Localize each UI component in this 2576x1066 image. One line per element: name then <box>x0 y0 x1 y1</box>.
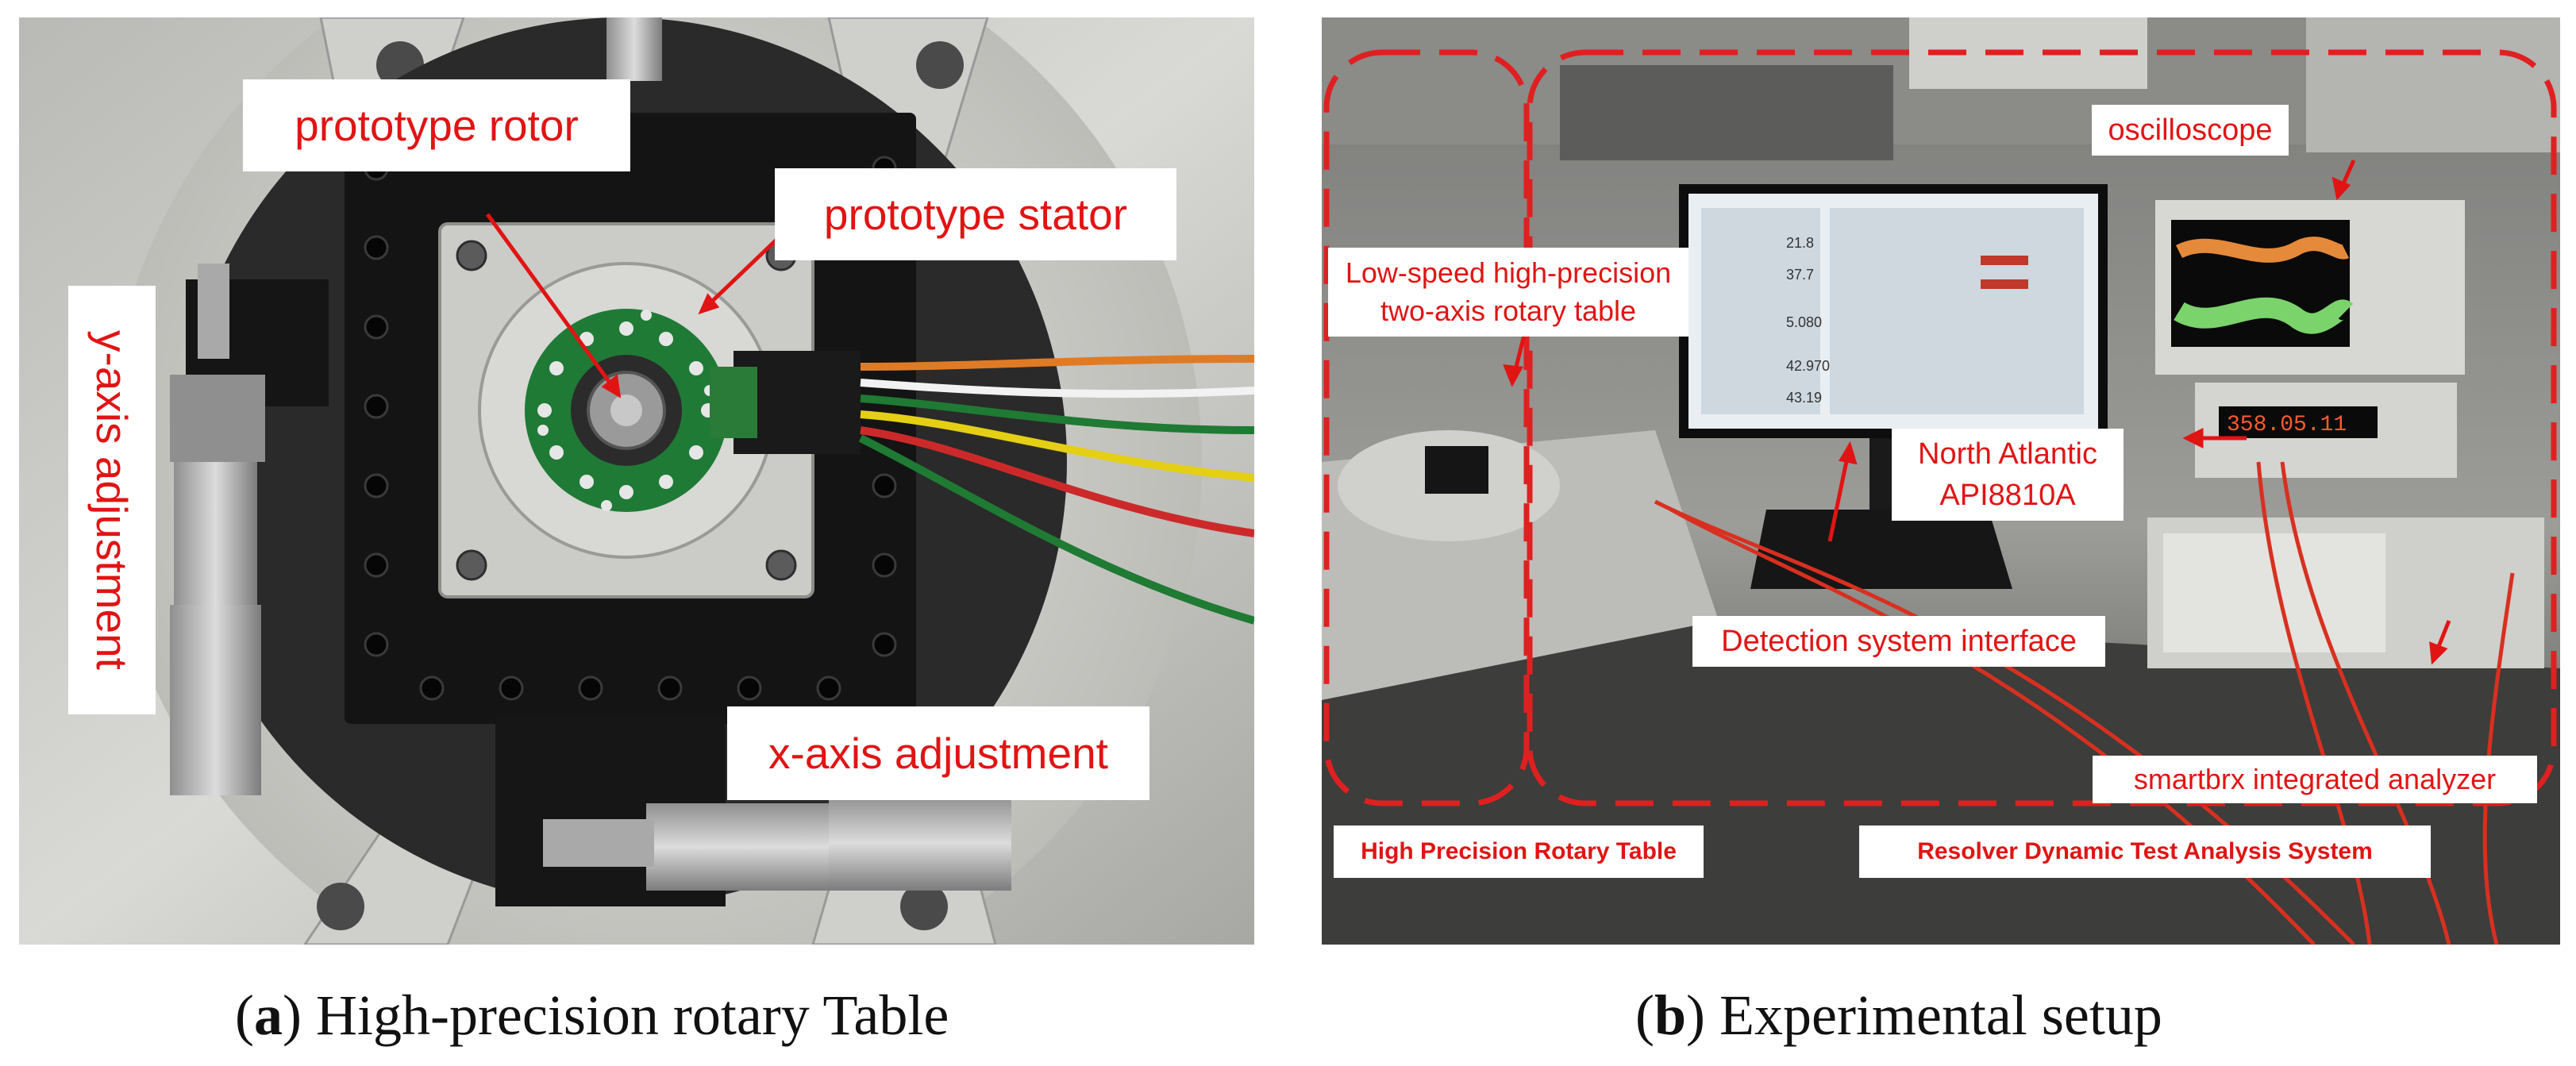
label-y-axis-adjustment: y-axis adjustment <box>68 286 156 714</box>
label-y-axis-adjustment-text: y-axis adjustment <box>87 330 137 670</box>
caption-panel-a: (a) High-precision rotary Table <box>235 983 949 1047</box>
rotary-table-photo <box>19 17 1254 945</box>
label-prototype-stator-text: prototype stator <box>823 190 1128 239</box>
label-low-speed-rotary-table-line1: Low-speed high-precision <box>1345 256 1672 289</box>
caption-panel-a-letter: a <box>253 983 283 1047</box>
screen-readout-4: 42.970 <box>1786 358 1830 374</box>
panel-a-photo <box>19 17 1254 945</box>
label-low-speed-rotary-table-line2: two-axis rotary table <box>1380 294 1637 327</box>
label-detection-system-interface-text: Detection system interface <box>1721 624 2077 658</box>
label-prototype-stator: prototype stator <box>775 168 1176 260</box>
label-smartbrx-analyzer-text: smartbrx integrated analyzer <box>2133 763 2497 795</box>
instrument-display-readout: 358.05.11 <box>2227 413 2347 437</box>
caption-panel-b-letter: b <box>1654 983 1687 1047</box>
label-x-axis-adjustment-text: x-axis adjustment <box>768 729 1108 778</box>
label-low-speed-rotary-table: Low-speed high-precision two-axis rotary… <box>1328 248 1688 337</box>
label-north-atlantic: North Atlantic API8810A <box>1892 429 2124 521</box>
label-north-atlantic-line1: North Atlantic <box>1918 437 2097 471</box>
label-x-axis-adjustment: x-axis adjustment <box>727 706 1149 800</box>
label-north-atlantic-line2: API8810A <box>1939 479 2076 512</box>
screen-readout-3: 5.080 <box>1786 314 1822 330</box>
caption-panel-b: (b) Experimental setup <box>1635 983 2162 1047</box>
screen-readout-5: 43.19 <box>1786 390 1822 406</box>
label-resolver-system: Resolver Dynamic Test Analysis System <box>1859 825 2431 878</box>
label-smartbrx-analyzer: smartbrx integrated analyzer <box>2093 756 2537 803</box>
label-oscilloscope: oscilloscope <box>2092 105 2289 156</box>
label-prototype-rotor-text: prototype rotor <box>295 101 579 150</box>
screen-readout-2: 37.7 <box>1786 267 1814 283</box>
caption-panel-a-text: High-precision rotary Table <box>315 983 949 1047</box>
label-resolver-system-text: Resolver Dynamic Test Analysis System <box>1917 838 2373 864</box>
caption-panel-b-text: Experimental setup <box>1719 983 2162 1047</box>
label-oscilloscope-text: oscilloscope <box>2108 113 2273 147</box>
label-high-precision-rotary-table-text: High Precision Rotary Table <box>1361 838 1677 864</box>
screen-readout-1: 21.8 <box>1786 235 1814 251</box>
label-prototype-rotor: prototype rotor <box>243 79 630 171</box>
label-detection-system-interface: Detection system interface <box>1692 616 2105 667</box>
label-high-precision-rotary-table: High Precision Rotary Table <box>1334 825 1704 878</box>
